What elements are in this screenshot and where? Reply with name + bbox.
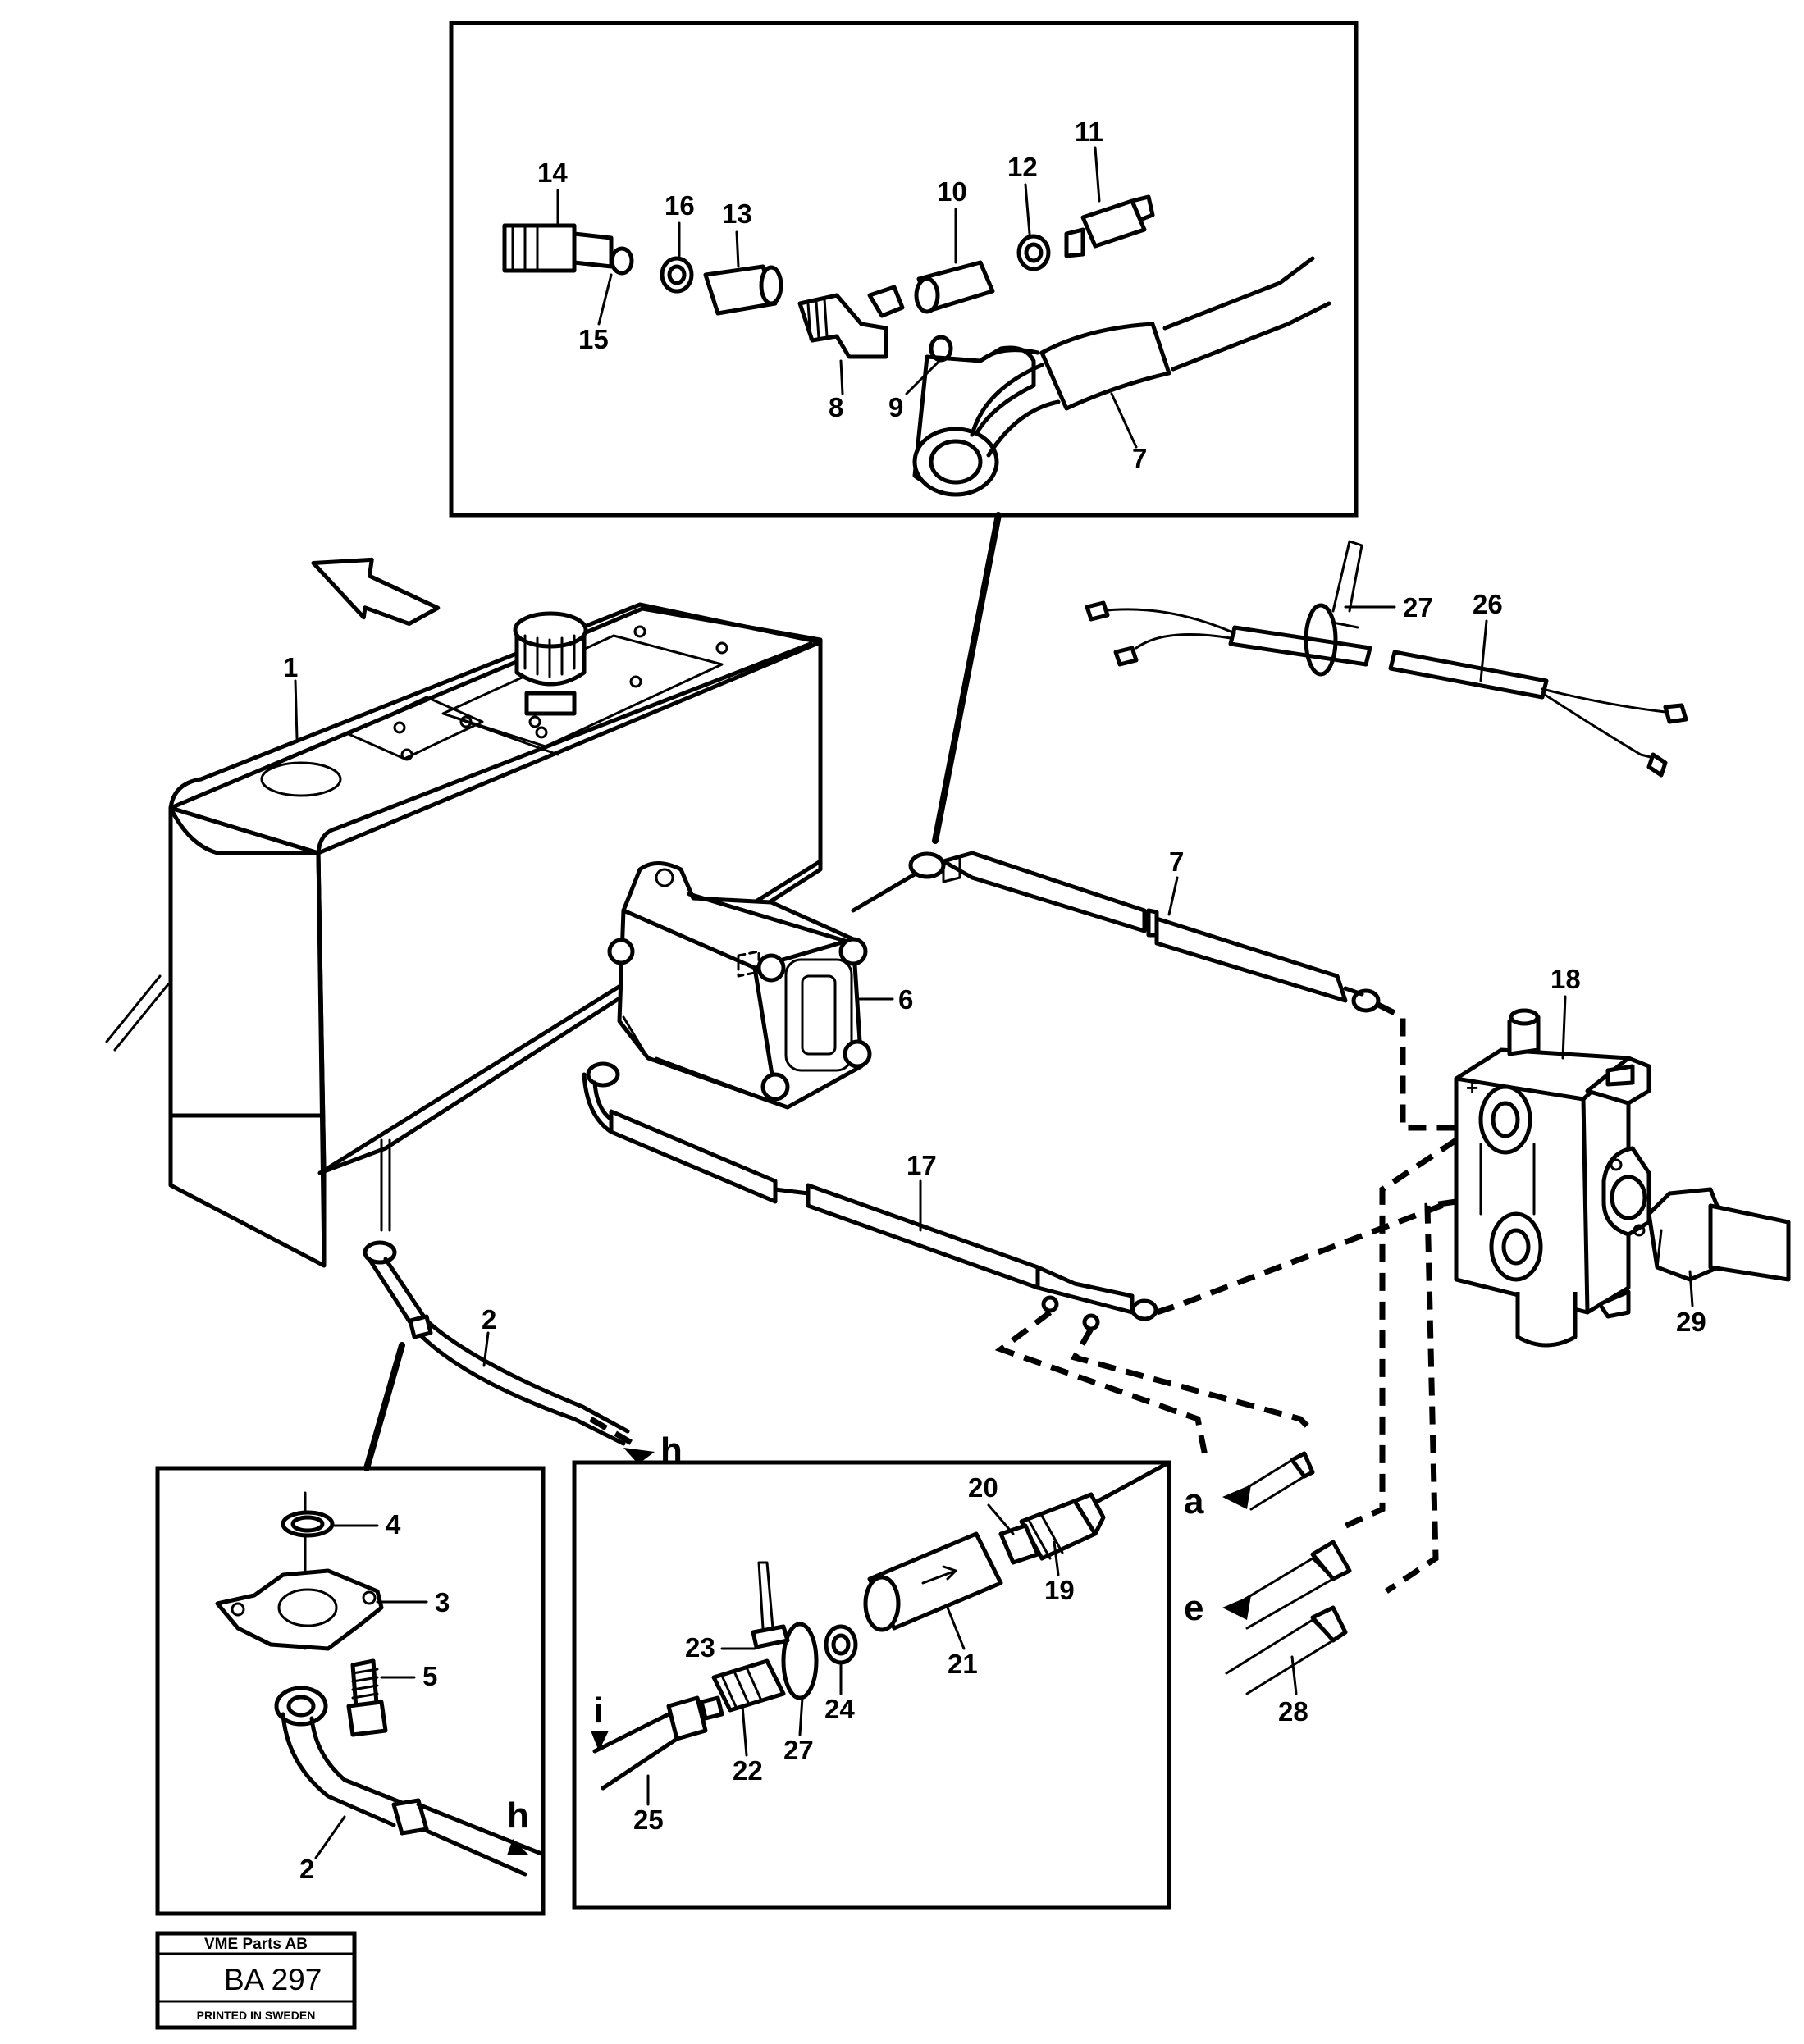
callout-26: 26 (1473, 589, 1503, 619)
control-valve: + (1454, 1008, 1651, 1348)
callout-25: 25 (633, 1804, 664, 1835)
callout-4: 4 (386, 1509, 401, 1540)
detail-frame-bottom-left (155, 1466, 546, 1916)
callout-17: 17 (907, 1150, 937, 1180)
connection-letter-a: a (1184, 1481, 1204, 1522)
callout-numbers: 1 2 2 3 4 5 6 7 7 8 9 10 11 12 13 14 15 … (283, 116, 1706, 1884)
callout-13: 13 (722, 198, 752, 229)
callout-12: 12 (1007, 152, 1038, 182)
callout-22: 22 (733, 1755, 763, 1786)
callout-20: 20 (968, 1472, 998, 1503)
callout-8: 8 (829, 392, 843, 422)
return-hose (851, 851, 1456, 1131)
callout-14: 14 (537, 157, 568, 188)
callout-6: 6 (898, 984, 913, 1015)
callout-2b: 2 (299, 1854, 314, 1884)
top-detail-leader (932, 512, 1002, 844)
suction-hose (582, 1061, 1454, 1461)
connection-letter-h-detail: h (507, 1795, 529, 1836)
callout-23: 23 (685, 1632, 715, 1663)
callout-19: 19 (1044, 1575, 1075, 1605)
hydraulic-pump (607, 861, 872, 1110)
valve-plus-symbol: + (1466, 1075, 1478, 1100)
callout-11: 11 (1075, 116, 1103, 147)
title-block-company: VME Parts AB (204, 1936, 308, 1953)
connection-letters: h h a e i (507, 1430, 1204, 1836)
callout-9: 9 (888, 392, 903, 422)
callout-3: 3 (435, 1587, 450, 1617)
top-detail-parts (502, 194, 1331, 497)
callout-7: 7 (1132, 443, 1147, 473)
callout-5: 5 (422, 1661, 437, 1691)
callout-7b: 7 (1169, 846, 1184, 877)
callout-15: 15 (578, 324, 609, 354)
left-detail-leader (363, 1342, 405, 1471)
remote-connection-lines (1222, 1138, 1458, 1695)
bottom-left-detail-parts (215, 1491, 544, 1877)
pressure-hose (1646, 1187, 1791, 1282)
bottom-center-detail-parts (591, 1492, 1106, 1791)
center-detail-leader (1091, 1460, 1171, 1506)
title-block: VME Parts AB BA 297 PRINTED IN SWEDEN (155, 1931, 357, 2030)
connection-letter-h: h (660, 1430, 683, 1471)
hydraulic-tank (105, 602, 823, 1268)
callout-18: 18 (1551, 964, 1581, 994)
callout-28: 28 (1278, 1696, 1308, 1727)
callout-21: 21 (948, 1649, 978, 1679)
detail-frame-top (449, 21, 1359, 518)
title-block-printed: PRINTED IN SWEDEN (197, 2009, 316, 2022)
callout-27: 27 (1403, 592, 1433, 623)
title-block-code: BA 297 (224, 1963, 322, 1996)
callout-2: 2 (482, 1304, 496, 1335)
detail-frame-bottom-center (572, 1460, 1171, 1910)
callout-27b: 27 (783, 1735, 814, 1765)
callout-24: 24 (824, 1694, 855, 1724)
wiring-harness (1085, 540, 1688, 778)
drain-hose (363, 1240, 655, 1464)
connection-letter-i: i (593, 1690, 603, 1731)
callout-10: 10 (937, 176, 967, 207)
connection-letter-e: e (1184, 1588, 1203, 1628)
callout-1: 1 (283, 652, 298, 682)
callout-29: 29 (1676, 1307, 1706, 1337)
forward-direction-arrow-icon (311, 557, 441, 626)
callout-16: 16 (665, 190, 695, 221)
